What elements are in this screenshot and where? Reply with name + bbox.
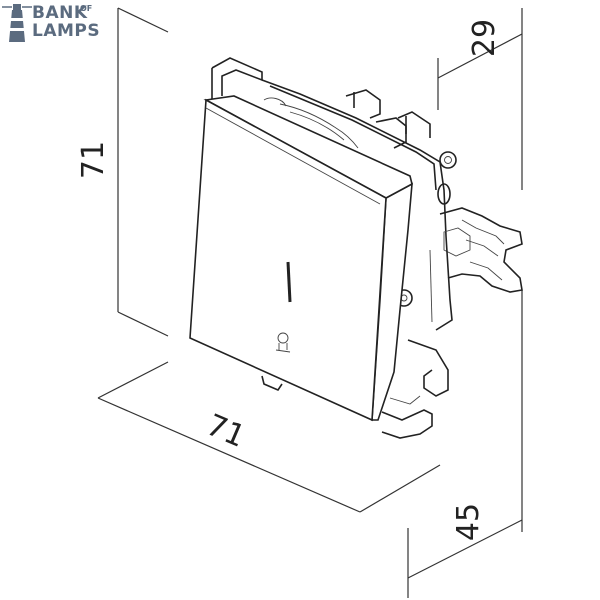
lighthouse-icon	[2, 4, 32, 42]
height-dimension-label: 71	[76, 141, 111, 179]
logo-text-of: OF	[80, 4, 93, 13]
height-dimension: 71	[76, 7, 169, 337]
bank-of-lamps-logo: BANK OF LAMPS	[0, 0, 110, 48]
depth-bottom-dimension-label: 45	[451, 503, 486, 541]
logo-text-lamps: LAMPS	[32, 21, 101, 41]
switch-rocker	[189, 95, 413, 422]
depth-bottom-dimension: 45	[407, 290, 523, 598]
logo-text-bank: BANK	[32, 3, 88, 23]
depth-top-dimension: 29	[437, 8, 523, 190]
lamp-icon	[275, 332, 291, 353]
depth-top-dimension-label: 29	[467, 19, 502, 57]
width-dimension-label: 71	[201, 408, 250, 455]
